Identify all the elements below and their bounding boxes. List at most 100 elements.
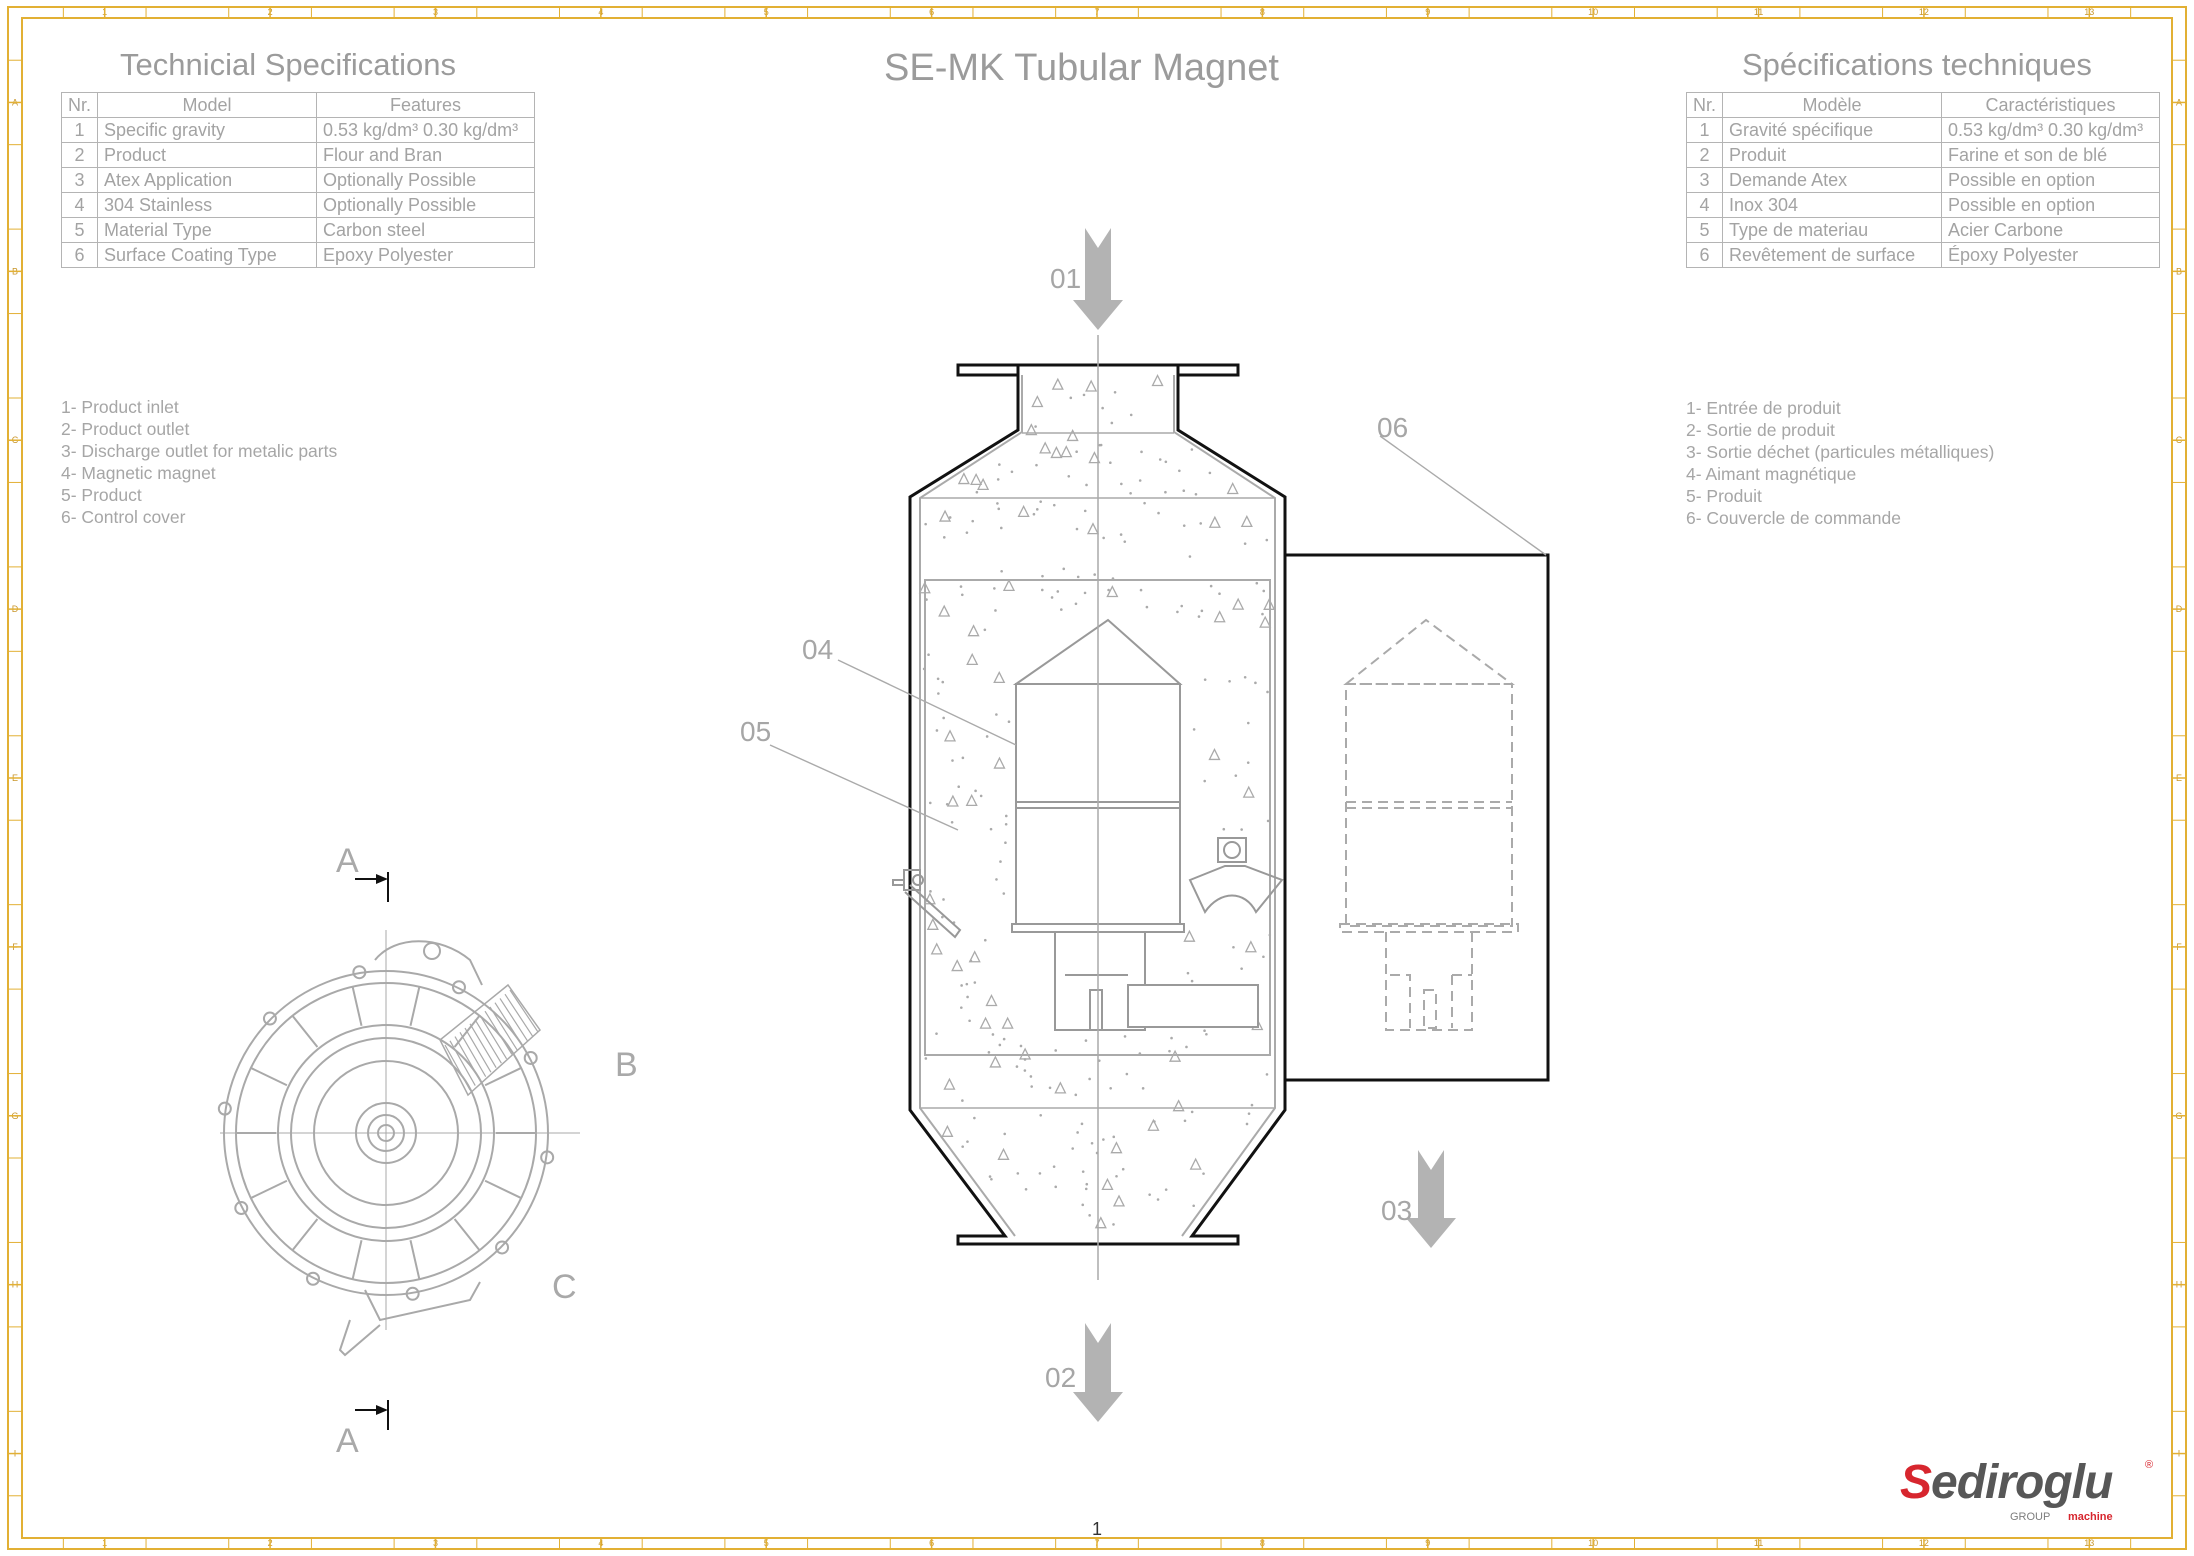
- cell-nr: 5: [1685, 217, 1724, 243]
- speckle-dot: [965, 531, 969, 534]
- speckle-dot: [1015, 1065, 1019, 1068]
- cell-nr: 1: [60, 117, 99, 143]
- speckle-dot: [1113, 391, 1117, 394]
- bolt: [495, 1240, 510, 1255]
- speckle-dot: [1102, 1138, 1105, 1141]
- speckle-dot: [1083, 591, 1087, 595]
- speckle-dot: [1164, 1188, 1168, 1191]
- speckle-dot: [1240, 828, 1243, 831]
- cell-model: Surface Coating Type: [97, 242, 318, 268]
- legend-item: 6- Couvercle de commande: [1686, 508, 1901, 528]
- speckle-dot: [1088, 1077, 1091, 1081]
- speckle-dot: [1085, 1182, 1089, 1186]
- col-model: Model: [97, 92, 318, 118]
- cell-nr: 1: [1685, 117, 1724, 143]
- speckle-dot: [1186, 971, 1190, 975]
- speckle-dot: [961, 1145, 964, 1148]
- aggregate-mark: [1208, 515, 1221, 528]
- control-cover-box: [1285, 553, 1550, 1082]
- speckle-dot: [1102, 536, 1105, 540]
- aggregate-mark: [966, 652, 979, 666]
- aggregate-mark: [965, 793, 978, 807]
- aggregate-mark: [1208, 747, 1221, 761]
- speckle-dot: [1261, 612, 1264, 616]
- bolt: [234, 1201, 249, 1216]
- speckle-dot: [925, 598, 928, 601]
- speckle-dot: [1183, 1119, 1187, 1123]
- speckle-dot: [951, 759, 954, 762]
- cell-nr: 5: [60, 217, 99, 243]
- aggregate-mark: [1244, 940, 1257, 953]
- speckle-dot: [1262, 589, 1266, 593]
- speckle-dot: [1119, 533, 1123, 536]
- speckle-dot: [1202, 1172, 1205, 1175]
- speckle-dot: [1115, 1174, 1118, 1178]
- view-label-c: C: [552, 1268, 577, 1306]
- speckle-dot: [941, 915, 944, 919]
- speckle-dot: [1111, 577, 1115, 580]
- speckle-dot: [1222, 827, 1226, 831]
- speckle-dot: [1110, 421, 1114, 425]
- cell-model: Produit: [1722, 142, 1943, 168]
- speckle-dot: [1139, 588, 1143, 592]
- speckle-dot: [922, 667, 926, 671]
- speckle-dot: [1250, 1103, 1254, 1107]
- spec-fr-heading: Spécifications techniques: [1742, 47, 2092, 82]
- speckle-dot: [1158, 458, 1162, 461]
- leader-06: [1379, 435, 1547, 556]
- speckle-dot: [1164, 460, 1168, 464]
- speckle-dot: [1234, 774, 1238, 777]
- speckle-dot: [1190, 448, 1194, 451]
- leader-05: [769, 744, 959, 831]
- aggregate-mark: [970, 472, 983, 486]
- speckle-dot: [989, 827, 993, 831]
- aggregate-mark: [1031, 395, 1044, 408]
- cell-model: Specific gravity: [97, 117, 318, 143]
- rib: [351, 986, 363, 1026]
- speckle-dot: [995, 878, 998, 881]
- speckle-dot: [1074, 1093, 1078, 1097]
- speckle-dot: [1023, 1058, 1027, 1061]
- speckle-dot: [937, 692, 940, 695]
- speckle-dot: [1101, 406, 1104, 410]
- legend-item: 4- Aimant magnétique: [1686, 464, 1857, 484]
- callout-04: 04: [802, 634, 833, 665]
- rib: [453, 1218, 481, 1251]
- cell-feature: Optionally Possible: [316, 192, 536, 218]
- hatch-line: [474, 1019, 502, 1064]
- speckle-dot: [975, 490, 979, 494]
- hatch-line: [494, 1002, 523, 1046]
- aggregate-mark: [1101, 1177, 1114, 1191]
- speckle-dot: [1050, 596, 1054, 599]
- aggregate-mark: [1232, 597, 1245, 610]
- cell-model: Type de materiau: [1722, 217, 1943, 243]
- speckle-dot: [1209, 584, 1213, 588]
- speckle-dot: [1194, 493, 1198, 496]
- hatch-line: [459, 1032, 487, 1077]
- speckle-dot: [1188, 555, 1192, 558]
- rib: [484, 1067, 522, 1087]
- speckle-dot: [1164, 490, 1167, 494]
- speckle-dot: [1197, 615, 1201, 618]
- speckle-dot: [1243, 675, 1247, 679]
- section-label-a-bottom: A: [336, 1422, 359, 1460]
- rib: [291, 1015, 319, 1048]
- brand-logo: Sediroglu ® GROUP machine: [1880, 1455, 2170, 1525]
- speckle-dot: [979, 794, 983, 798]
- callout-06: 06: [1377, 412, 1408, 443]
- brand-registered: ®: [2145, 1459, 2154, 1471]
- speckle-dot: [1246, 761, 1250, 764]
- aggregate-mark: [989, 1055, 1002, 1068]
- speckle-dot: [1232, 945, 1235, 949]
- speckle-dot: [973, 981, 977, 984]
- speckle-dot: [996, 478, 1000, 481]
- speckle-dot: [999, 860, 1002, 863]
- aggregate-mark: [1066, 428, 1079, 442]
- speckle-dot: [996, 502, 999, 505]
- cell-feature: Flour and Bran: [316, 142, 536, 168]
- speckle-dot: [985, 735, 989, 738]
